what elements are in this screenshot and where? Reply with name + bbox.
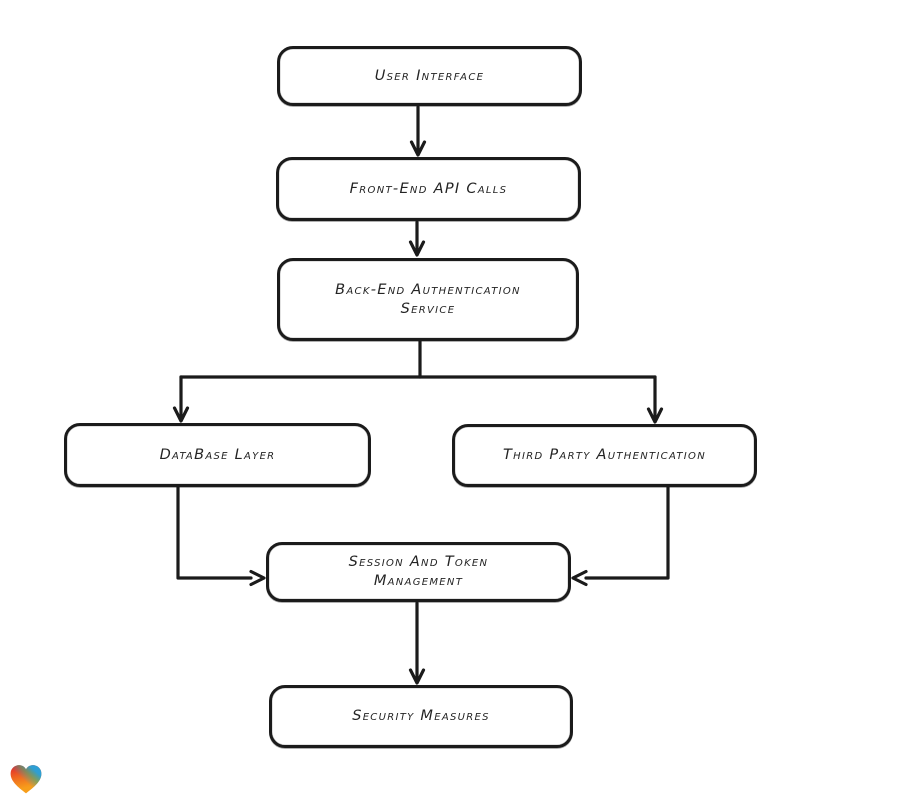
edge-database-to-session-arrow xyxy=(176,485,266,587)
node-third-party-authentication-label: Third Party Authentication xyxy=(503,447,706,463)
edge-third-party-to-session-arrow xyxy=(571,485,670,587)
node-user-interface-label: User Interface xyxy=(374,67,485,84)
node-third-party-authentication[interactable]: Third Party Authentication xyxy=(452,424,757,487)
heart-logo-icon xyxy=(10,765,42,794)
node-front-end-api-calls[interactable]: Front-End API Calls xyxy=(276,157,581,221)
node-database-layer-label: DataBase Layer xyxy=(159,446,276,463)
node-front-end-api-calls-label: Front-End API Calls xyxy=(349,180,508,197)
node-back-end-authentication-service[interactable]: Back-End Authentication Service xyxy=(277,258,579,341)
edge-session-to-security-arrow xyxy=(408,601,426,685)
node-back-end-authentication-service-label: Back-End Authentication Service xyxy=(335,281,521,317)
node-security-measures[interactable]: Security Measures xyxy=(269,685,573,748)
node-database-layer[interactable]: DataBase Layer xyxy=(64,423,371,487)
node-user-interface[interactable]: User Interface xyxy=(277,46,582,106)
edge-front-end-to-back-end-arrow xyxy=(408,220,426,257)
edge-back-end-branch-arrows xyxy=(172,339,664,424)
node-session-and-token-management[interactable]: Session And Token Management xyxy=(266,542,571,602)
node-security-measures-label: Security Measures xyxy=(352,708,490,724)
node-session-and-token-management-label: Session And Token Management xyxy=(348,554,489,589)
edge-user-interface-to-front-end-arrow xyxy=(409,105,427,157)
